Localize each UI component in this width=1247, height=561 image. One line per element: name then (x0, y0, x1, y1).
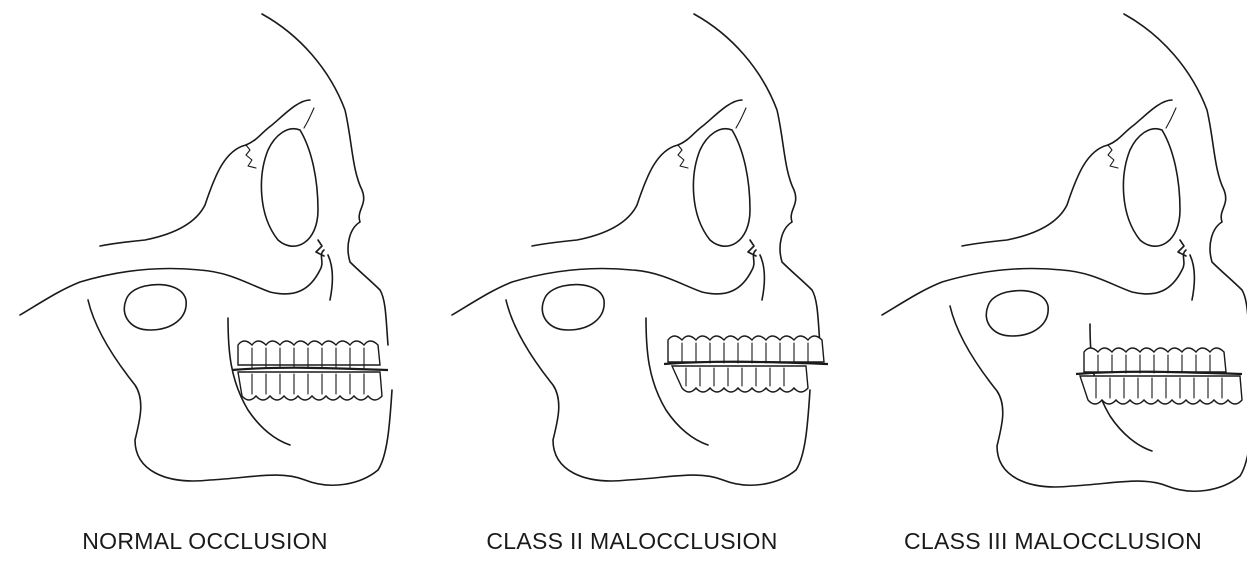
caption-class-ii-malocclusion: CLASS II MALOCCLUSION (486, 528, 777, 555)
panel-class-ii-malocclusion (452, 14, 828, 485)
panel-class-iii-malocclusion (882, 14, 1247, 491)
normal-teeth (232, 341, 388, 400)
caption-class-iii-malocclusion: CLASS III MALOCCLUSION (904, 528, 1202, 555)
panel-normal-occlusion (20, 14, 392, 485)
class3-cranium (882, 14, 1247, 345)
normal-cranium (20, 14, 388, 345)
class2-cranium (452, 14, 820, 345)
class3-teeth (1076, 348, 1242, 404)
caption-normal-occlusion: NORMAL OCCLUSION (82, 528, 327, 555)
class2-teeth (664, 336, 828, 392)
